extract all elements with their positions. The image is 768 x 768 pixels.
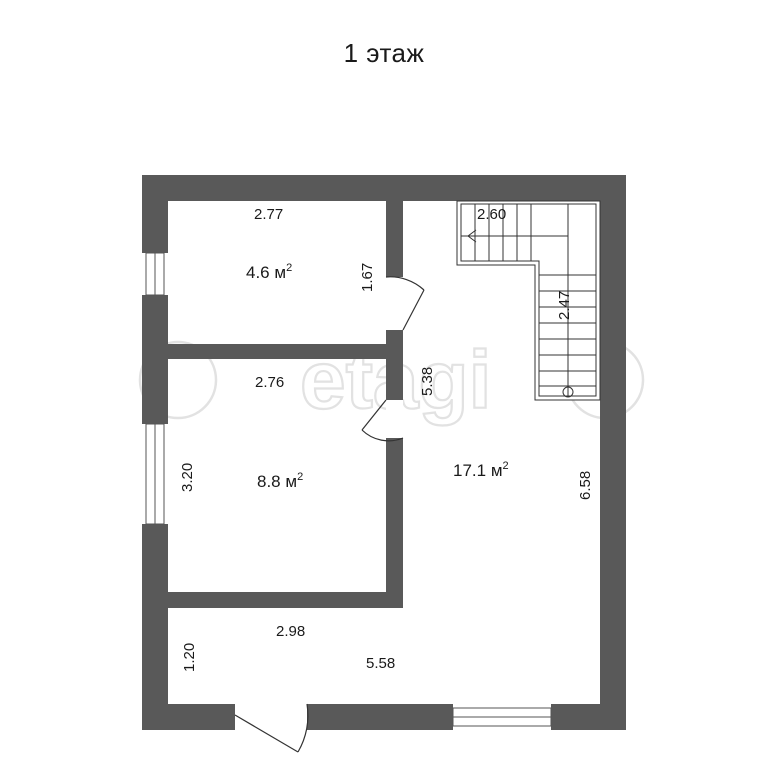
window-bottom xyxy=(452,704,552,730)
door-small-room xyxy=(385,276,425,331)
room-hall-width: 5.38 xyxy=(419,367,436,396)
entrance-door xyxy=(234,703,309,753)
window-left-top xyxy=(142,252,168,296)
stairs-width: 2.60 xyxy=(477,206,506,223)
corridor-height: 1.20 xyxy=(181,643,198,672)
room-hall-area: 17.1 м2 xyxy=(453,460,509,480)
room-hall-height: 6.58 xyxy=(577,471,594,500)
room-middle-height: 3.20 xyxy=(179,463,196,492)
room-middle-area: 8.8 м2 xyxy=(257,471,303,491)
staircase xyxy=(456,200,601,401)
room-small-width: 2.77 xyxy=(254,206,283,223)
room-small-height: 1.67 xyxy=(359,263,376,292)
inner-walls xyxy=(168,201,403,608)
door-middle-room xyxy=(361,399,404,442)
corridor-inner-width: 2.98 xyxy=(276,623,305,640)
stairs-length: 2.47 xyxy=(556,291,573,320)
room-small-area: 4.6 м2 xyxy=(246,262,292,282)
room-middle-width: 2.76 xyxy=(255,374,284,391)
floor-title: 1 этаж xyxy=(343,38,425,68)
corridor-width: 5.58 xyxy=(366,655,395,672)
window-left-middle xyxy=(142,423,168,525)
